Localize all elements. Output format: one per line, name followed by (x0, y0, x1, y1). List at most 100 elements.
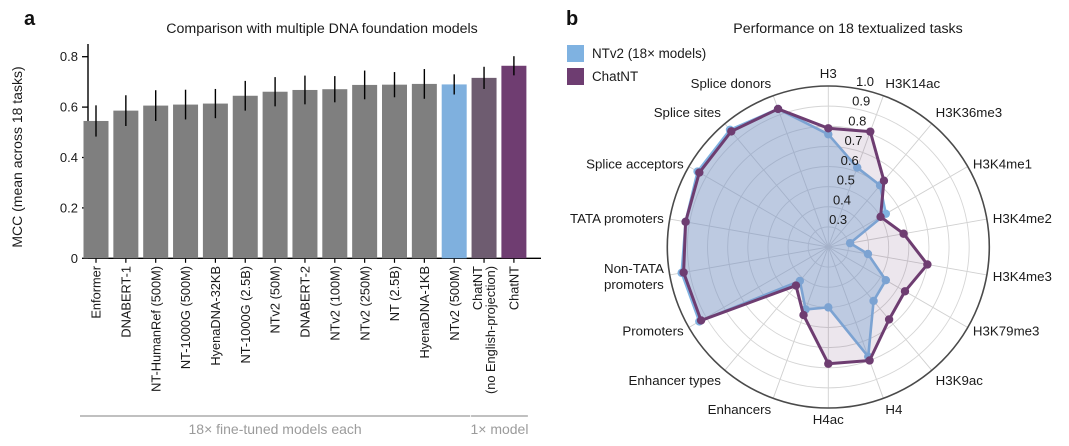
x-label: DNABERT-2 (298, 266, 313, 338)
radial-tick-label: 0.4 (833, 192, 851, 207)
series-1-point-8 (865, 356, 874, 365)
series-1-point-5 (923, 260, 932, 269)
bar-1 (113, 110, 139, 259)
axis-label-7: H3K9ac (936, 373, 984, 388)
y-tick-label: 0 (71, 251, 78, 266)
x-label: NTv2 (50M) (268, 266, 283, 334)
axis-label-10: Enhancers (708, 402, 772, 417)
legend-label-chatnt: ChatNT (592, 68, 639, 84)
series-1-point-4 (899, 229, 908, 238)
axis-label-2: H3K36me3 (936, 105, 1003, 120)
bar-12 (441, 84, 467, 259)
x-label: NT (2.5B) (387, 266, 402, 321)
series-1-point-16 (727, 127, 736, 136)
series-1-point-3 (876, 212, 885, 222)
radar-chart: 0.3 0.4 0.5 0.6 0.7 0.8 0.9 1.0 H3H3K14acH3K36me… (570, 66, 1052, 427)
grid-ring (787, 206, 869, 288)
series-1-point-7 (884, 315, 894, 324)
bar-3 (173, 104, 199, 259)
y-tick-label: 0.4 (60, 150, 78, 165)
series-1-point-2 (879, 176, 889, 185)
x-label: ChatNT (470, 266, 485, 310)
series-0-point-9 (824, 303, 833, 312)
legend-label-ntv2: NTv2 (18× models) (592, 45, 707, 61)
bar-6 (262, 91, 288, 259)
series-1-point-17 (773, 104, 783, 114)
radial-tick-label: 0.9 (852, 94, 870, 109)
grid-ring (686, 105, 970, 389)
series-1-point-10 (799, 310, 808, 320)
radial-tick-label: 0.3 (829, 212, 847, 227)
x-label: NT-1000G (500M) (178, 266, 193, 369)
series-1-point-13 (679, 268, 688, 277)
grid-ring (727, 145, 930, 349)
axis-label-13: promoters (604, 277, 664, 292)
axis-label-16: Splice sites (654, 105, 722, 120)
radial-tick-label: 0.8 (848, 113, 866, 128)
bar-7 (292, 89, 318, 259)
axis-label-12: Promoters (622, 324, 684, 339)
x-label: (no English-projection) (483, 266, 498, 394)
bar-11 (411, 83, 437, 259)
bar-10 (382, 84, 407, 259)
x-label: DNABERT-1 (118, 266, 133, 338)
group-label-1: 1× model (470, 421, 528, 437)
axis-label-3: H3K4me1 (973, 157, 1032, 172)
radial-tick-label: 0.6 (841, 153, 859, 168)
axis-label-5: H3K4me3 (993, 269, 1052, 284)
x-label: NT-HumanRef (500M) (148, 266, 163, 392)
series-0-point-7 (869, 296, 878, 306)
axis-label-15: Splice acceptors (586, 157, 684, 172)
radial-tick-label: 0.5 (837, 173, 855, 188)
series-0-point-4 (845, 238, 855, 248)
group-label-0: 18× fine-tuned models each (189, 421, 362, 437)
x-label: ChatNT (507, 266, 522, 310)
y-tick-label: 0.6 (60, 100, 78, 115)
x-label: HyenaDNA-32KB (208, 266, 223, 366)
series-1-point-0 (824, 124, 833, 133)
series-1-point-6 (900, 287, 910, 296)
axis-label-1: H3K14ac (885, 76, 940, 91)
panel-b-label: b (566, 8, 579, 30)
bar-8 (322, 89, 348, 259)
axis-label-4: H3K4me2 (993, 211, 1052, 226)
x-label: Enformer (89, 265, 104, 318)
axis-label-8: H4 (885, 402, 902, 417)
axis-label-14: TATA promoters (570, 211, 664, 226)
y-tick-label: 0.2 (60, 200, 78, 215)
series-1-point-11 (791, 281, 801, 290)
panel-b-title: Performance on 18 textualized tasks (733, 21, 963, 37)
bar-13 (471, 77, 497, 259)
bar-14 (501, 65, 527, 259)
outer-ring (666, 85, 991, 409)
legend-item-ntv2: NTv2 (18× models) (567, 44, 706, 62)
bar-4 (202, 103, 228, 259)
panel-a-label: a (24, 8, 36, 30)
bar-2 (143, 105, 169, 259)
axis-label-13: Non-TATA (604, 261, 664, 276)
legend-item-chatnt: ChatNT (567, 67, 706, 85)
series-1-point-12 (696, 316, 706, 325)
axis-label-0: H3 (820, 66, 837, 81)
series-0-point-5 (863, 249, 873, 259)
bar-0 (83, 120, 109, 259)
series-1-point-1 (866, 127, 875, 136)
bar-chart: MCC (mean across 18 tasks) 0 0.2 0.4 0.6 0.8… (9, 44, 541, 437)
y-axis-label: MCC (mean across 18 tasks) (9, 66, 25, 247)
y-tick-label: 0.8 (60, 49, 78, 64)
legend: NTv2 (18× models) ChatNT (567, 44, 706, 90)
x-label: NTv2 (250M) (357, 266, 372, 341)
series-0-point-6 (881, 276, 891, 285)
x-label: NTv2 (500M) (447, 266, 462, 341)
radial-tick-label: 1.0 (856, 74, 874, 89)
series-1-point-15 (695, 168, 704, 177)
bar-9 (352, 84, 378, 259)
series-1-point-14 (681, 217, 690, 227)
series-0-point-1 (853, 163, 862, 172)
axis-label-9: H4ac (813, 412, 844, 427)
series-1-point-9 (824, 359, 833, 368)
radial-tick-label: 0.7 (844, 133, 862, 148)
legend-swatch-chatnt (567, 67, 584, 85)
x-label: HyenaDNA-1KB (417, 266, 432, 358)
